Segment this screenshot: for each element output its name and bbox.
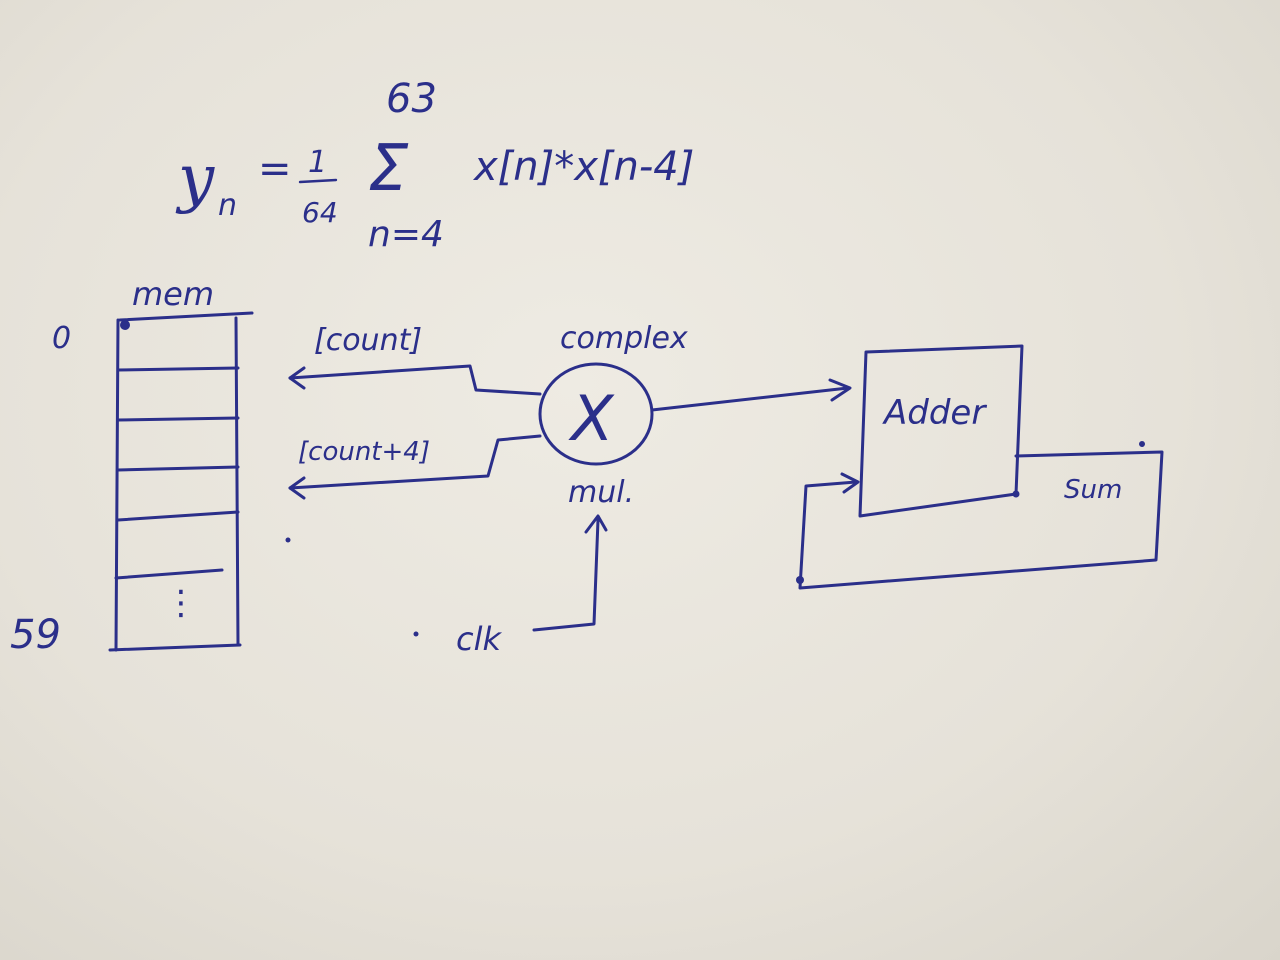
multiplier-label-top: complex (560, 321, 688, 356)
sum-label: Sum (1064, 475, 1122, 505)
equation-lhs: y (175, 142, 215, 216)
clock-arrowhead (584, 514, 608, 534)
adder-output-dot (1012, 490, 1020, 498)
clock-signal: clk (456, 514, 608, 658)
memory-left-edge (114, 318, 120, 652)
stray-dot (285, 537, 291, 543)
memory-array: mem 0 59 ⋮ (10, 275, 254, 658)
memory-row-line (116, 366, 240, 372)
accumulator: Adder Sum (796, 344, 1164, 590)
memory-row-line (118, 311, 254, 322)
multiplier-label-bottom: mul. (568, 475, 634, 510)
clock-wire (532, 518, 600, 632)
memory-row-line (116, 416, 240, 422)
memory-start-dot (120, 320, 130, 330)
memory-row-line (116, 510, 240, 522)
multiplier-output-wire (650, 386, 850, 412)
memory-row-line (116, 465, 240, 472)
equation-equals: = (258, 146, 292, 192)
memory-ellipsis: ⋮ (164, 583, 198, 623)
sum-tap-dot (1139, 441, 1145, 447)
multiplier-output-arrowhead (828, 378, 852, 402)
complex-multiplier: complex X mul. (538, 321, 852, 510)
feedback-junction-dot (796, 576, 804, 584)
address-signals: [count] [count+4] (288, 323, 542, 500)
memory-bottom-index: 59 (10, 612, 61, 658)
memory-row-line (108, 643, 242, 652)
equation-fraction-denominator: 64 (302, 196, 338, 229)
equation-upper-limit: 63 (386, 76, 437, 122)
equation-summand: x[n]*x[n-4] (472, 144, 694, 190)
feedback-loop-wire (798, 450, 1164, 590)
memory-row-line (114, 568, 224, 580)
feedback-arrowhead (840, 472, 860, 494)
equation-sigma: Σ (368, 132, 409, 206)
address-wire-b (288, 434, 542, 490)
equation-fraction-bar (298, 178, 338, 184)
memory-title: mem (132, 275, 214, 313)
equation-lhs-subscript: n (218, 188, 237, 223)
adder-label: Adder (882, 393, 987, 433)
multiplier-circle (538, 362, 654, 466)
equation-lower-limit: n=4 (368, 214, 444, 255)
memory-right-edge (234, 316, 240, 647)
address-label-count: [count] (314, 323, 422, 358)
multiplier-symbol: X (568, 382, 615, 455)
address-arrowhead-b (288, 476, 306, 500)
address-wire-a (288, 364, 542, 396)
clock-label: clk (456, 620, 502, 658)
stray-dot (413, 631, 419, 637)
equation-fraction-numerator: 1 (308, 145, 327, 180)
equation: y n = 1 64 63 Σ n=4 x[n]*x[n-4] (175, 76, 694, 255)
memory-top-index: 0 (52, 321, 71, 356)
address-arrowhead-a (288, 366, 306, 390)
address-label-count-plus-4: [count+4] (298, 437, 430, 467)
